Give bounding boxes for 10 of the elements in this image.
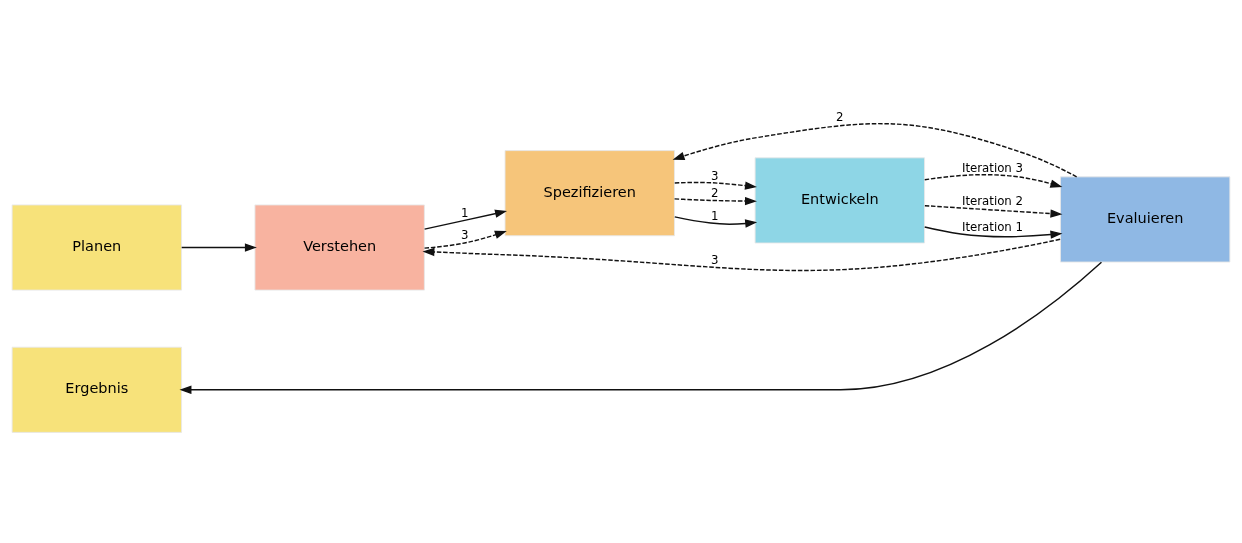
edge-label: Iteration 3 [961, 160, 1024, 175]
edge-label: Iteration 2 [961, 193, 1024, 208]
edge-label: 3 [711, 252, 719, 267]
edge-label: 3 [460, 227, 469, 242]
edge-label: 2 [711, 185, 719, 200]
edge-label: 1 [711, 208, 719, 223]
edge-label: 2 [836, 109, 844, 124]
edge-label: 3 [711, 168, 719, 183]
edge-label: Iteration 1 [961, 219, 1024, 234]
edge-label: 1 [460, 205, 469, 220]
